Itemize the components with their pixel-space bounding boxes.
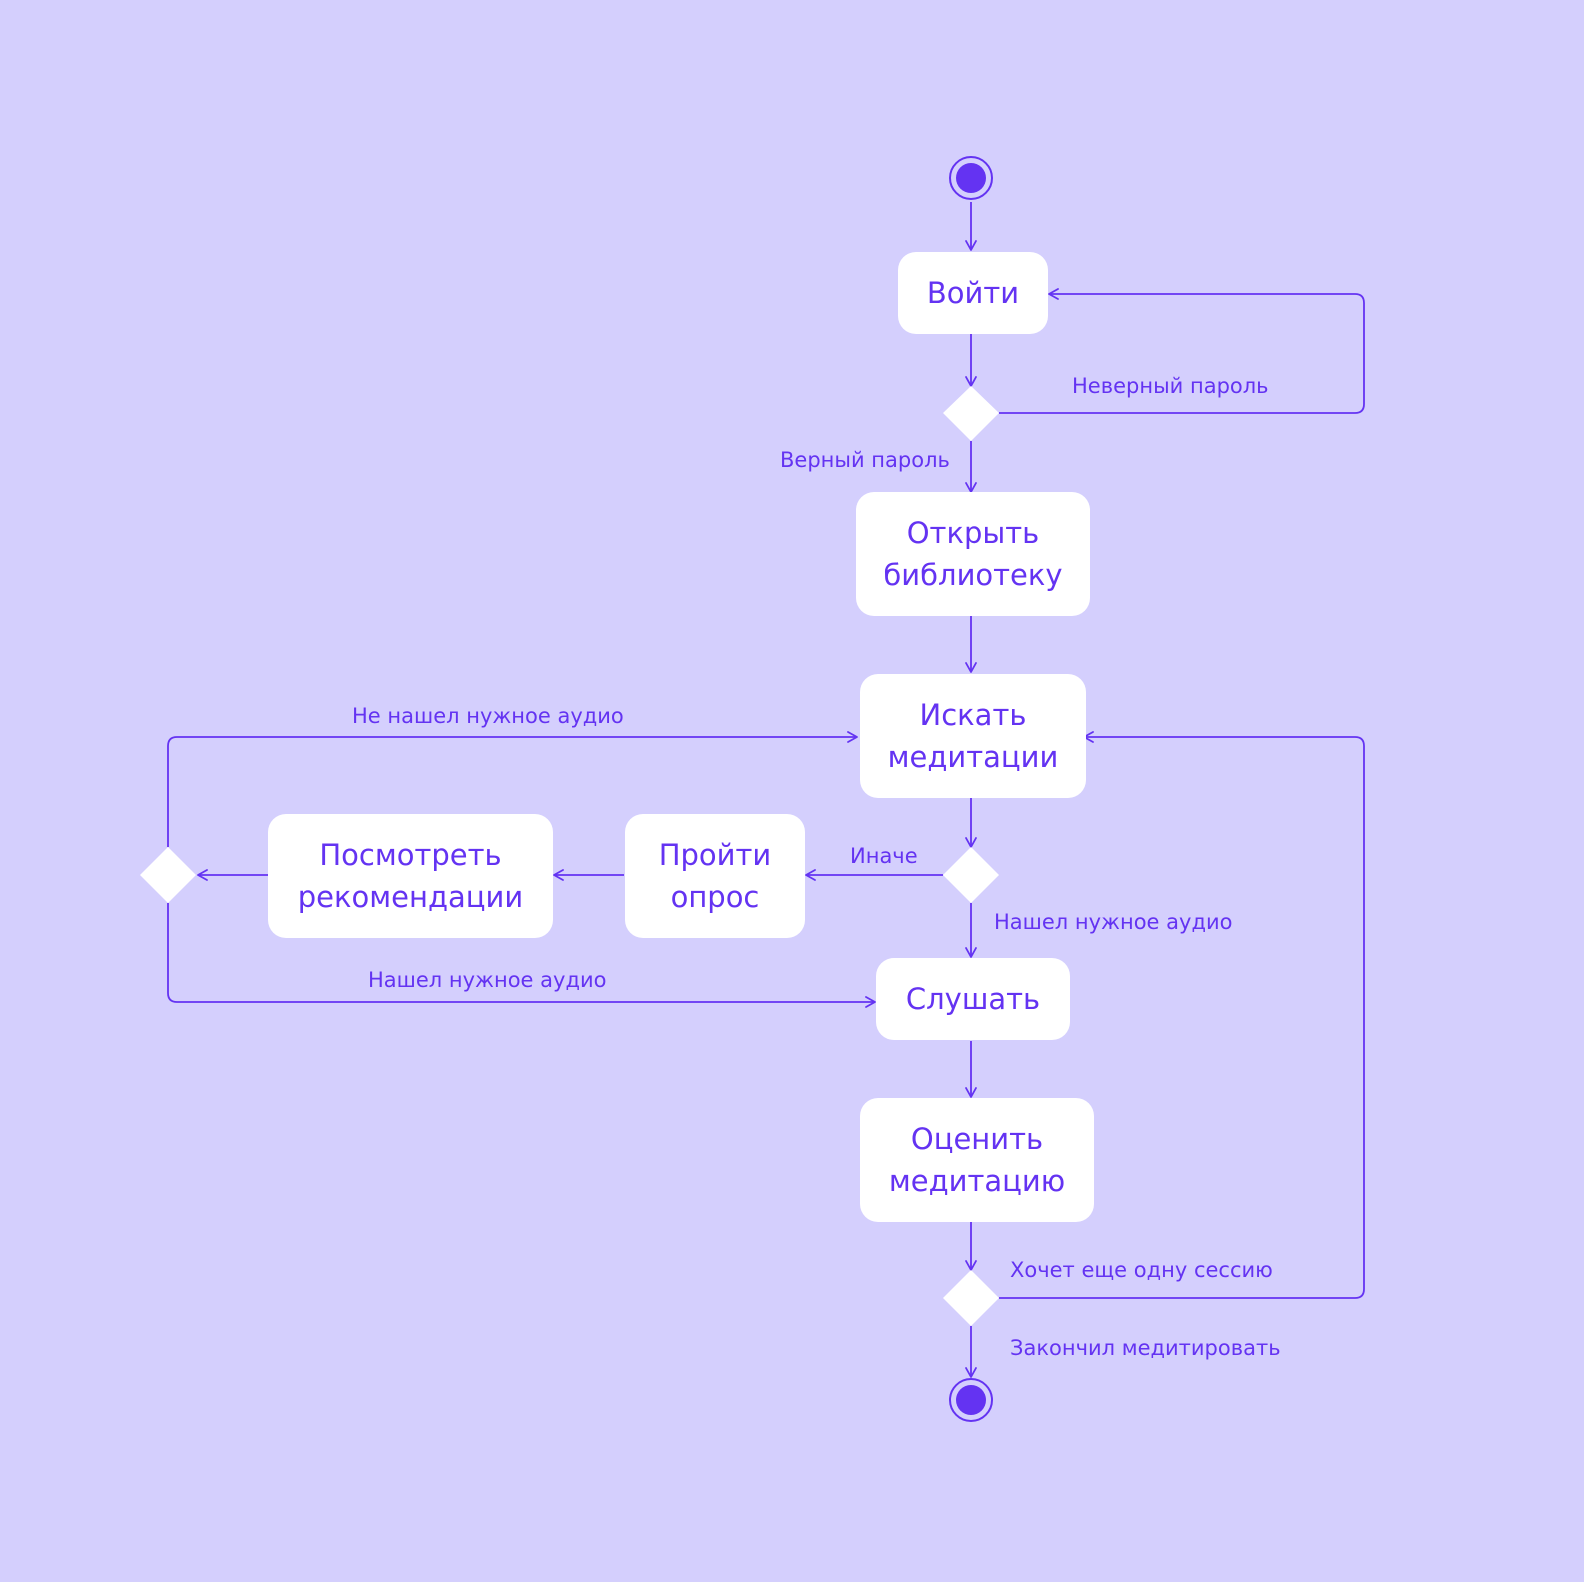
edge-found-left-to-listen (167, 903, 876, 1008)
node-rate-line2: медитацию (888, 1164, 1066, 1198)
node-recommendations: Посмотреть рекомендации (268, 814, 553, 938)
label-found-right: Нашел нужное аудио (994, 910, 1233, 934)
label-otherwise: Иначе (850, 844, 918, 868)
label-finished: Закончил медитировать (1010, 1336, 1281, 1360)
label-not-found: Не нашел нужное аудио (352, 704, 624, 728)
decision-diamond-password (943, 386, 999, 441)
decision-diamond-recommendations (140, 847, 196, 903)
node-rate: Оценить медитацию (860, 1098, 1094, 1222)
node-open-library-line1: Открыть (906, 515, 1040, 550)
node-listen: Слушать (876, 958, 1070, 1040)
label-wrong-password: Неверный пароль (1072, 374, 1269, 398)
node-listen-text: Слушать (905, 981, 1041, 1016)
edge-wrong-password-loop (999, 288, 1365, 414)
node-recommendations-line2: рекомендации (297, 880, 524, 914)
edge-another-session-loop (999, 731, 1365, 1299)
node-login-text: Войти (926, 275, 1020, 310)
label-right-password: Верный пароль (780, 448, 950, 472)
node-search-line2: медитации (887, 740, 1059, 774)
node-recommendations-line1: Посмотреть (319, 837, 502, 872)
node-survey: Пройти опрос (625, 814, 805, 938)
start-node (949, 156, 993, 200)
decision-diamond-search (943, 847, 999, 903)
end-node (949, 1378, 993, 1422)
node-rate-line1: Оценить (910, 1121, 1044, 1156)
edge-not-found-loop (167, 731, 858, 847)
label-another-session: Хочет еще одну сессию (1010, 1258, 1273, 1282)
label-found-left: Нашел нужное аудио (368, 968, 607, 992)
node-login: Войти (898, 252, 1048, 334)
node-open-library: Открыть библиотеку (856, 492, 1090, 616)
decision-diamond-session (943, 1270, 999, 1326)
node-survey-line2: опрос (670, 880, 760, 914)
node-search: Искать медитации (860, 674, 1086, 798)
node-search-line1: Искать (919, 697, 1027, 732)
node-open-library-line2: библиотеку (883, 558, 1063, 592)
node-survey-line1: Пройти (658, 837, 772, 872)
